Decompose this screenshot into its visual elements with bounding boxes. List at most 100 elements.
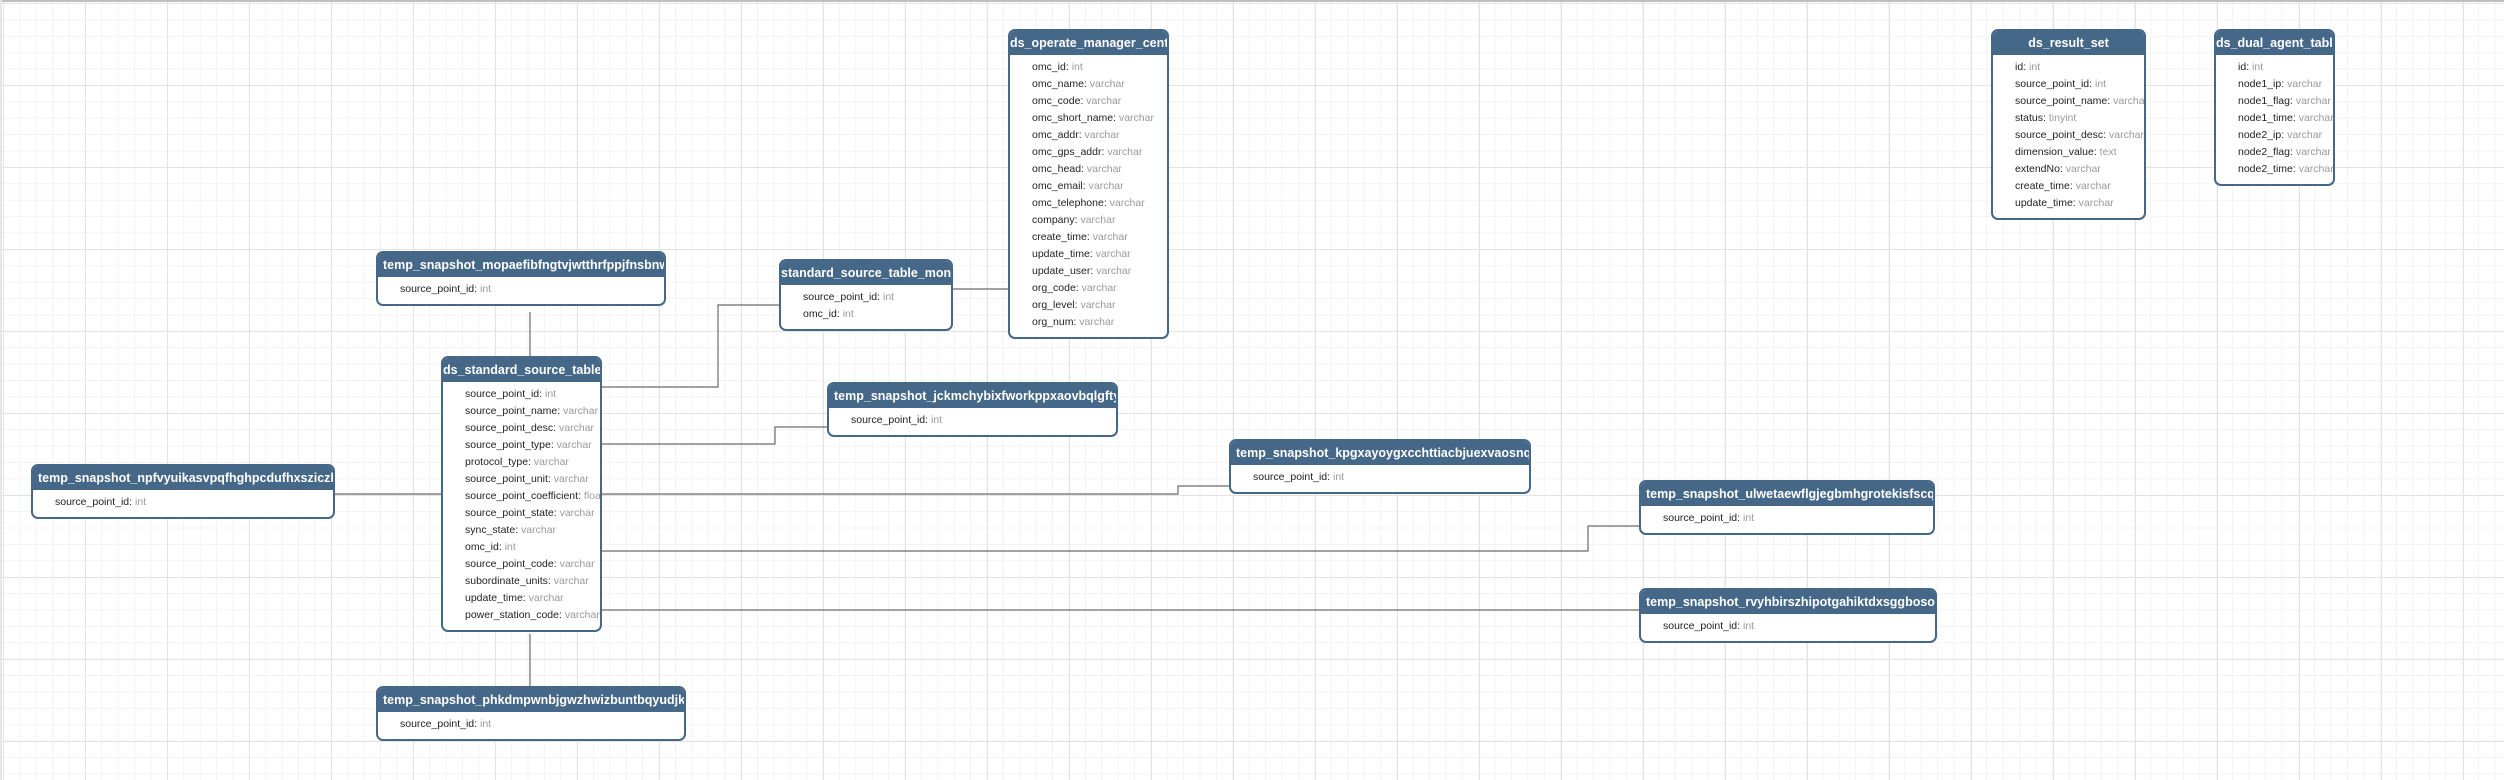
- field-type: varchar: [1095, 248, 1131, 260]
- field-row[interactable]: source_point_name: varchar: [1993, 93, 2144, 110]
- field-type: varchar: [563, 405, 599, 417]
- field-row[interactable]: source_point_id: int: [1231, 469, 1529, 486]
- field-separator: :: [1080, 95, 1087, 107]
- field-row[interactable]: source_point_desc: varchar: [1993, 127, 2144, 144]
- field-row[interactable]: omc_addr: varchar: [1010, 127, 1167, 144]
- field-row[interactable]: org_level: varchar: [1010, 297, 1167, 314]
- field-row[interactable]: source_point_id: int: [1641, 510, 1933, 527]
- field-row[interactable]: create_time: varchar: [1993, 178, 2144, 195]
- field-row[interactable]: source_point_code: varchar: [443, 556, 600, 573]
- field-type: varchar: [564, 609, 600, 621]
- entity-title: standard_source_table_monitor: [781, 261, 951, 285]
- field-row[interactable]: omc_head: varchar: [1010, 161, 1167, 178]
- field-name: omc_head: [1032, 163, 1082, 175]
- field-row[interactable]: status: tinyint: [1993, 110, 2144, 127]
- field-row[interactable]: node2_ip: varchar: [2216, 127, 2333, 144]
- field-row[interactable]: node2_time: varchar: [2216, 161, 2333, 178]
- field-row[interactable]: source_point_type: varchar: [443, 437, 600, 454]
- field-row[interactable]: extendNo: varchar: [1993, 161, 2144, 178]
- entity-temp-snapshot-kpgx[interactable]: temp_snapshot_kpgxayoygxcchttiacbjuexvao…: [1229, 439, 1531, 494]
- field-row[interactable]: update_time: varchar: [1010, 246, 1167, 263]
- field-row[interactable]: update_time: varchar: [1993, 195, 2144, 212]
- entity-temp-snapshot-phkd[interactable]: temp_snapshot_phkdmpwnbjgwzhwizbuntbqyud…: [376, 686, 686, 741]
- entity-temp-snapshot-mopa[interactable]: temp_snapshot_mopaefibfngtvjwtthrfppjfns…: [376, 251, 666, 306]
- entity-temp-snapshot-ulwe[interactable]: temp_snapshot_ulwetaewflgjegbmhgrotekisf…: [1639, 480, 1935, 535]
- field-type: varchar: [2287, 129, 2323, 141]
- field-row[interactable]: org_num: varchar: [1010, 314, 1167, 331]
- field-row[interactable]: omc_id: int: [1010, 59, 1167, 76]
- field-row[interactable]: node1_flag: varchar: [2216, 93, 2333, 110]
- field-row[interactable]: source_point_id: int: [33, 494, 333, 511]
- field-row[interactable]: source_point_state: varchar: [443, 505, 600, 522]
- field-row[interactable]: omc_gps_addr: varchar: [1010, 144, 1167, 161]
- field-row[interactable]: omc_email: varchar: [1010, 178, 1167, 195]
- field-separator: :: [1075, 282, 1082, 294]
- field-row[interactable]: protocol_type: varchar: [443, 454, 600, 471]
- field-row[interactable]: source_point_id: int: [378, 716, 684, 733]
- field-row[interactable]: sync_state: varchar: [443, 522, 600, 539]
- entity-title: temp_snapshot_rvyhbirszhipotgahiktdxsggb…: [1641, 590, 1935, 614]
- field-row[interactable]: node1_ip: varchar: [2216, 76, 2333, 93]
- field-separator: :: [1113, 112, 1119, 124]
- field-separator: :: [2289, 95, 2296, 107]
- field-name: update_time: [1032, 248, 1090, 260]
- field-type: varchar: [2298, 112, 2334, 124]
- field-row[interactable]: omc_id: int: [781, 306, 951, 323]
- field-name: source_point_code: [465, 558, 554, 570]
- field-name: node1_ip: [2238, 78, 2282, 90]
- entity-temp-snapshot-rvyh[interactable]: temp_snapshot_rvyhbirszhipotgahiktdxsggb…: [1639, 588, 1937, 643]
- field-row[interactable]: source_point_coefficient: float: [443, 488, 600, 505]
- field-name: omc_addr: [1032, 129, 1079, 141]
- field-row[interactable]: source_point_id: int: [1993, 76, 2144, 93]
- entity-standard-source-table-monitor[interactable]: standard_source_table_monitor source_poi…: [779, 259, 953, 331]
- field-row[interactable]: omc_id: int: [443, 539, 600, 556]
- field-row[interactable]: company: varchar: [1010, 212, 1167, 229]
- field-row[interactable]: power_station_code: varchar: [443, 607, 600, 624]
- field-row[interactable]: omc_name: varchar: [1010, 76, 1167, 93]
- field-row[interactable]: node1_time: varchar: [2216, 110, 2333, 127]
- field-row[interactable]: node2_flag: varchar: [2216, 144, 2333, 161]
- field-row[interactable]: source_point_id: int: [378, 281, 664, 298]
- field-separator: :: [1089, 248, 1096, 260]
- field-row[interactable]: org_code: varchar: [1010, 280, 1167, 297]
- field-name: source_point_id: [465, 388, 540, 400]
- field-row[interactable]: id: int: [2216, 59, 2333, 76]
- entity-temp-snapshot-jckm[interactable]: temp_snapshot_jckmchybixfworkppxaovbqlgf…: [827, 382, 1118, 437]
- field-name: source_point_coefficient: [465, 490, 579, 502]
- field-name: source_point_name: [2015, 95, 2108, 107]
- field-row[interactable]: source_point_id: int: [1641, 618, 1935, 635]
- entity-title: ds_operate_manager_centre: [1010, 31, 1167, 55]
- field-row[interactable]: source_point_id: int: [781, 289, 951, 306]
- field-name: org_code: [1032, 282, 1076, 294]
- field-row[interactable]: create_time: varchar: [1010, 229, 1167, 246]
- field-name: company: [1032, 214, 1075, 226]
- field-row[interactable]: update_time: varchar: [443, 590, 600, 607]
- field-row[interactable]: omc_code: varchar: [1010, 93, 1167, 110]
- field-row[interactable]: subordinate_units: varchar: [443, 573, 600, 590]
- field-name: id: [2015, 61, 2024, 73]
- field-name: org_num: [1032, 316, 1074, 328]
- field-type: text: [2099, 146, 2117, 158]
- field-row[interactable]: source_point_id: int: [443, 386, 600, 403]
- field-row[interactable]: update_user: varchar: [1010, 263, 1167, 280]
- field-row[interactable]: source_point_id: int: [829, 412, 1116, 429]
- entity-temp-snapshot-npfv[interactable]: temp_snapshot_npfvyuikasvpqfhghpcdufhxsz…: [31, 464, 335, 519]
- field-row[interactable]: source_point_desc: varchar: [443, 420, 600, 437]
- field-row[interactable]: source_point_name: varchar: [443, 403, 600, 420]
- field-row[interactable]: omc_short_name: varchar: [1010, 110, 1167, 127]
- field-row[interactable]: source_point_unit: varchar: [443, 471, 600, 488]
- field-separator: :: [557, 405, 564, 417]
- field-separator: :: [2289, 146, 2296, 158]
- field-type: varchar: [556, 439, 592, 451]
- field-row[interactable]: dimension_value: text: [1993, 144, 2144, 161]
- field-name: create_time: [1032, 231, 1087, 243]
- field-type: varchar: [1086, 95, 1122, 107]
- entity-ds-standard-source-table[interactable]: ds_standard_source_table source_point_id…: [441, 356, 602, 632]
- field-row[interactable]: id: int: [1993, 59, 2144, 76]
- field-separator: :: [1081, 163, 1087, 175]
- field-row[interactable]: omc_telephone: varchar: [1010, 195, 1167, 212]
